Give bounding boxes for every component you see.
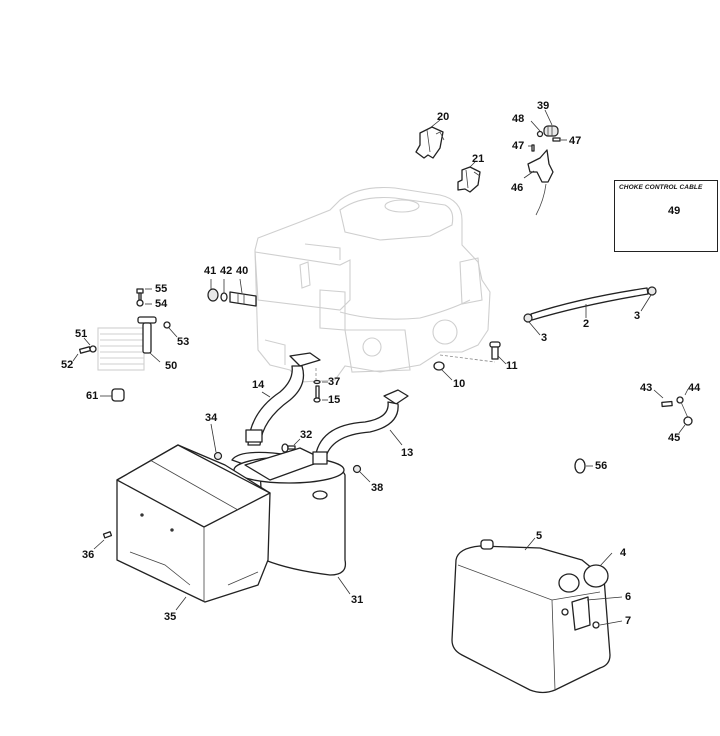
spacer-assembly: [207, 278, 257, 307]
throttle-lever-assembly: [523, 109, 567, 216]
part-2-fuel-hose: [523, 286, 657, 336]
callout-42[interactable]: 42: [220, 265, 233, 277]
screw-washer-37-15: [313, 368, 328, 403]
callout-14[interactable]: 14: [252, 379, 265, 391]
callout-51[interactable]: 51: [75, 328, 88, 340]
part-61-relay: [100, 388, 125, 402]
part-56-hose-clip: [574, 458, 593, 474]
part-14-exhaust-pipe: [245, 352, 321, 446]
callout-52[interactable]: 52: [61, 359, 74, 371]
screw-washer-clip-43-44-45: [653, 388, 693, 434]
choke-cable-inset: CHOKE CONTROL CABLE: [614, 180, 718, 252]
callout-47-right[interactable]: 47: [569, 135, 582, 147]
callout-2[interactable]: 2: [583, 318, 590, 330]
callout-13[interactable]: 13: [401, 447, 414, 459]
callout-37[interactable]: 37: [328, 376, 341, 388]
callout-32[interactable]: 32: [300, 429, 313, 441]
callout-15[interactable]: 15: [328, 394, 341, 406]
callout-20[interactable]: 20: [437, 111, 450, 123]
callout-6[interactable]: 6: [625, 591, 632, 603]
part-20-bracket: [415, 119, 445, 159]
callout-21[interactable]: 21: [472, 153, 485, 165]
callout-47-left[interactable]: 47: [512, 140, 525, 152]
callout-56[interactable]: 56: [595, 460, 608, 472]
callout-43[interactable]: 43: [640, 382, 653, 394]
callout-5[interactable]: 5: [536, 530, 543, 542]
part-13-exhaust-pipe: [312, 389, 409, 465]
callout-54[interactable]: 54: [155, 298, 168, 310]
bolt-11-nut-10: [433, 341, 507, 381]
callout-45[interactable]: 45: [668, 432, 681, 444]
screws-nuts-32-34-38: [210, 423, 371, 483]
callout-48[interactable]: 48: [512, 113, 525, 125]
part-21-bracket: [457, 161, 481, 193]
callout-3-right[interactable]: 3: [634, 310, 641, 322]
callout-40[interactable]: 40: [236, 265, 249, 277]
part-35-muffler-guard: [93, 444, 271, 611]
callout-10[interactable]: 10: [453, 378, 466, 390]
callout-46[interactable]: 46: [511, 182, 524, 194]
callout-41[interactable]: 41: [204, 265, 217, 277]
callout-49[interactable]: 49: [668, 205, 681, 217]
relay-support-assembly: [72, 288, 178, 371]
callout-50[interactable]: 50: [165, 360, 178, 372]
callout-44[interactable]: 44: [688, 382, 701, 394]
callout-31[interactable]: 31: [351, 594, 364, 606]
callout-11[interactable]: 11: [506, 360, 518, 372]
callout-34[interactable]: 34: [205, 412, 218, 424]
callout-35[interactable]: 35: [164, 611, 177, 623]
inset-title: CHOKE CONTROL CABLE: [619, 184, 703, 191]
callout-3-left[interactable]: 3: [541, 332, 548, 344]
callout-7[interactable]: 7: [625, 615, 632, 627]
callout-55[interactable]: 55: [155, 283, 168, 295]
callout-36[interactable]: 36: [82, 549, 95, 561]
callout-38[interactable]: 38: [371, 482, 384, 494]
callout-53[interactable]: 53: [177, 336, 190, 348]
engine-outline: [254, 186, 491, 383]
callout-4[interactable]: 4: [620, 547, 627, 559]
part-5-fuel-tank: [451, 537, 623, 694]
callout-61[interactable]: 61: [86, 390, 99, 402]
callout-39[interactable]: 39: [537, 100, 550, 112]
